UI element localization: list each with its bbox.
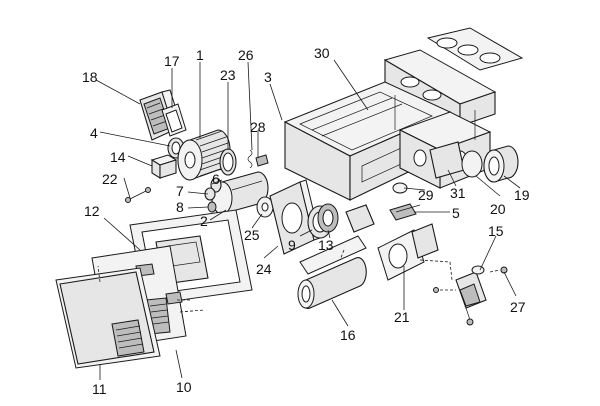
part-1-blower-wheel	[177, 129, 231, 181]
main-housing	[283, 49, 497, 201]
part-2-motor-mount	[211, 171, 269, 215]
callout-7: 7	[176, 183, 184, 199]
part-26-spring	[247, 61, 253, 169]
part-14-module	[150, 154, 178, 179]
callout-9: 9	[288, 237, 296, 253]
part-27-screw	[500, 266, 508, 274]
part-23-ring	[219, 148, 237, 176]
callout-29: 29	[418, 187, 434, 203]
callout-31: 31	[450, 185, 466, 201]
callout-4: 4	[90, 125, 98, 141]
part-5-electrode	[345, 203, 421, 233]
callout-5: 5	[452, 205, 460, 221]
part-22-sensor	[125, 187, 151, 203]
callout-6: 6	[212, 171, 220, 187]
callout-labels: 1 2 3 4 5 6 7 8 9 10 11 12 13 14 15 16 1…	[82, 45, 530, 397]
callout-19: 19	[514, 187, 530, 203]
callout-26: 26	[238, 47, 254, 63]
part-21-burner-plate	[377, 223, 439, 281]
callout-8: 8	[176, 199, 184, 215]
callout-18: 18	[82, 69, 98, 85]
callout-22: 22	[102, 171, 118, 187]
callout-21: 21	[394, 309, 410, 325]
callout-10: 10	[176, 379, 192, 395]
callout-2: 2	[200, 213, 208, 229]
callout-1: 1	[196, 47, 204, 63]
part-15-gas-valve	[455, 265, 487, 326]
part-17-gasket	[161, 103, 187, 137]
part-8-nut	[207, 201, 217, 213]
callout-17: 17	[164, 53, 180, 69]
part-11-front-cover	[55, 267, 161, 369]
callout-28: 28	[250, 119, 266, 135]
leader-lines	[95, 59, 521, 380]
callout-27: 27	[510, 299, 526, 315]
part-13-burner-ring	[317, 203, 339, 233]
callout-16: 16	[340, 327, 356, 343]
small-screw	[433, 287, 439, 293]
callout-20: 20	[490, 201, 506, 217]
callout-13: 13	[318, 237, 334, 253]
part-30-top-gasket	[426, 27, 524, 71]
callout-24: 24	[256, 261, 272, 277]
part-20-seal	[461, 150, 483, 178]
part-19-exhaust-cap	[483, 145, 519, 183]
callout-25: 25	[244, 227, 260, 243]
callout-14: 14	[110, 149, 126, 165]
callout-15: 15	[488, 223, 504, 239]
callout-11: 11	[92, 381, 107, 397]
part-28-clip	[255, 154, 269, 167]
callout-3: 3	[264, 69, 272, 85]
callout-12: 12	[84, 203, 100, 219]
part-16-burner-tube	[297, 235, 367, 309]
callout-30: 30	[314, 45, 330, 61]
callout-23: 23	[220, 67, 236, 83]
